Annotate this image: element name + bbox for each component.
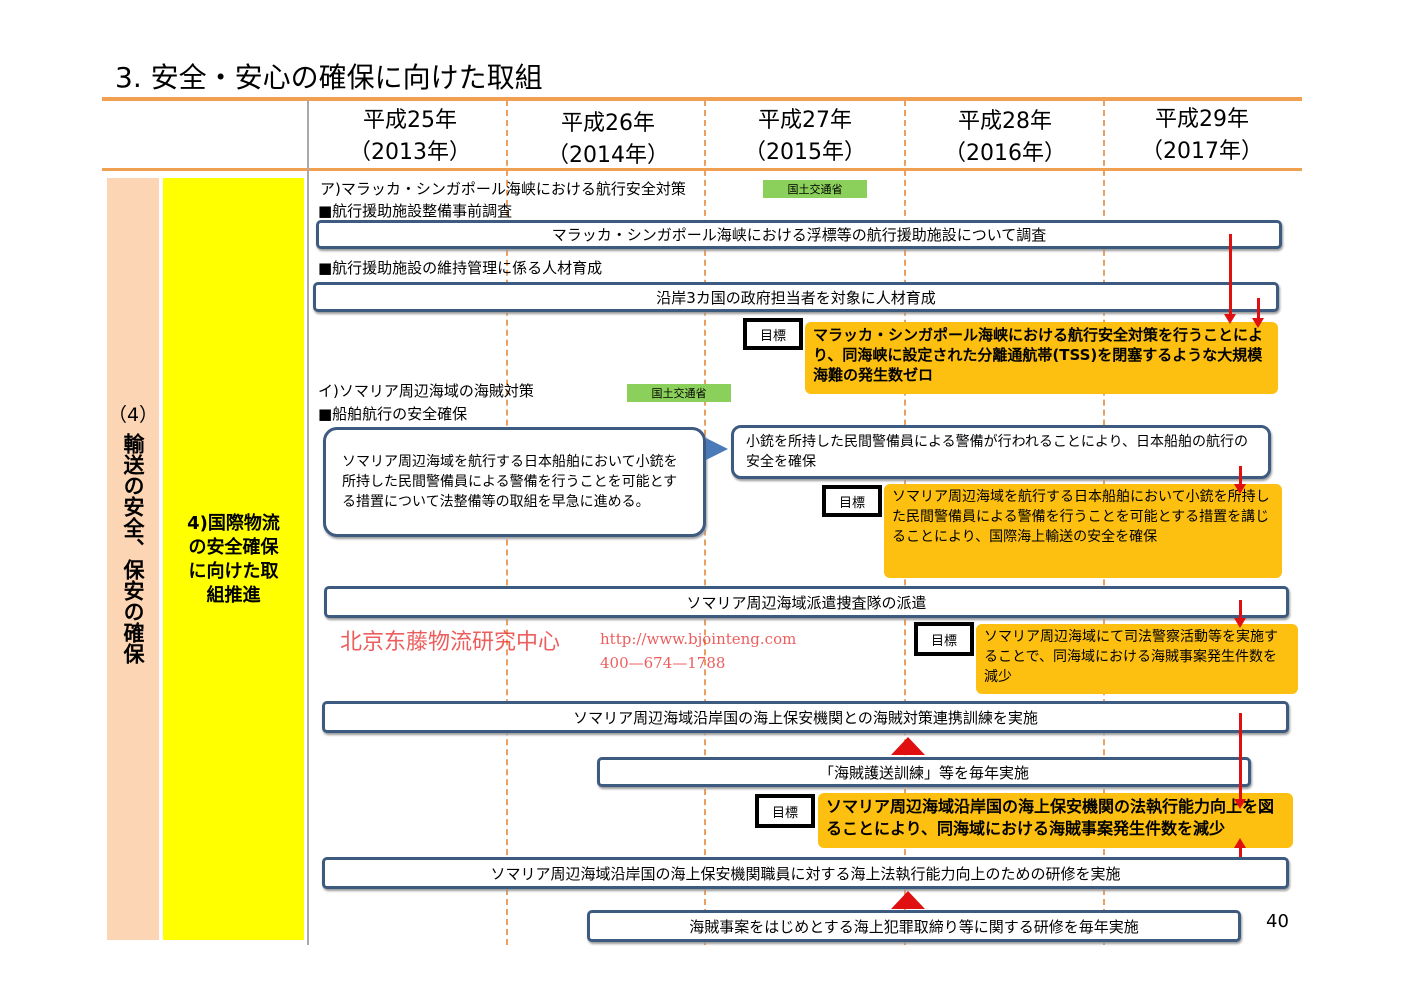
red-arrow-icon [1252, 298, 1264, 328]
year-header-2017: 平成29年 （2017年） [1107, 104, 1297, 168]
goal-box: ソマリア周辺海域沿岸国の海上保安機関の法執行能力向上を図ることにより、同海域にお… [818, 793, 1293, 848]
year-label-western: （2016年） [944, 141, 1066, 166]
section-a-heading: ア)マラッカ・シンガポール海峡における航行安全対策 [320, 180, 686, 198]
arrow-right-icon [706, 438, 728, 460]
year-header-2016: 平成28年 （2016年） [910, 106, 1100, 170]
red-arrow-icon [1234, 600, 1246, 628]
watermark: http://www.bjointeng.com [600, 630, 797, 648]
watermark: 400—674—1788 [600, 654, 726, 672]
timeline-bar: ソマリア周辺海域派遣捜査隊の派遣 [324, 586, 1289, 618]
year-label: 平成28年 [958, 109, 1052, 134]
section-a-sub1: ■航行援助施設整備事前調査 [318, 202, 513, 220]
timeline-bar: 「海賊護送訓練」等を毎年実施 [597, 757, 1251, 787]
timeline-bar: 沿岸3カ国の政府担当者を対象に人材育成 [313, 282, 1279, 312]
ministry-badge: 国土交通省 [627, 384, 731, 402]
watermark: 北京东藤物流研究中心 [340, 630, 561, 655]
timeline-bar: 海賊事案をはじめとする海上犯罪取締り等に関する研修を毎年実施 [587, 910, 1241, 942]
category-label: 輸送の安全、保安の確保 [121, 433, 145, 664]
subcategory-label: 4)国際物流の安全確保に向けた取組推進 [187, 513, 280, 606]
column-divider [307, 100, 309, 945]
category-cell: （4） 輸送の安全、保安の確保 [107, 178, 159, 940]
timeline-bar: ソマリア周辺海域沿岸国の海上保安機関との海賊対策連携訓練を実施 [322, 701, 1289, 733]
ministry-badge: 国土交通省 [763, 180, 867, 198]
year-header-2014: 平成26年 （2014年） [513, 108, 703, 172]
goal-tag: 目標 [755, 794, 815, 828]
title-rule [102, 97, 1302, 101]
section-b-heading: イ)ソマリア周辺海域の海賊対策 [318, 382, 534, 400]
goal-tag: 目標 [822, 485, 882, 517]
triangle-up-icon [891, 891, 925, 909]
year-label-western: （2013年） [349, 140, 471, 165]
section-b-sub1: ■船舶航行の安全確保 [318, 405, 468, 423]
subcategory-cell: 4)国際物流の安全確保に向けた取組推進 [163, 178, 304, 940]
year-label-western: （2017年） [1141, 139, 1263, 164]
goal-tag: 目標 [743, 318, 803, 350]
category-number: （4） [107, 404, 159, 426]
goal-box: ソマリア周辺海域にて司法警察活動等を実施することで、同海域における海賊事案発生件… [976, 624, 1298, 694]
year-label: 平成29年 [1155, 107, 1249, 132]
outcome-box: 小銃を所持した民間警備員による警備が行われることにより、日本船舶の航行の安全を確… [731, 425, 1271, 479]
goal-box: ソマリア周辺海域を航行する日本船舶において小銃を所持した民間警備員による警備を行… [884, 484, 1282, 578]
year-header-2015: 平成27年 （2015年） [710, 105, 900, 169]
red-arrow-icon [1234, 466, 1246, 494]
header-rule [102, 168, 1302, 171]
timeline-bar: マラッカ・シンガポール海峡における浮標等の航行援助施設について調査 [316, 220, 1282, 249]
goal-tag: 目標 [914, 622, 974, 656]
year-header-2013: 平成25年 （2013年） [315, 105, 505, 169]
red-arrow-icon [1224, 234, 1236, 324]
red-arrow-icon [1234, 713, 1246, 809]
page-number: 40 [1266, 911, 1289, 932]
measure-box: ソマリア周辺海域を航行する日本船舶において小銃を所持した民間警備員による警備を行… [323, 427, 706, 537]
year-label: 平成26年 [561, 111, 655, 136]
year-label: 平成27年 [758, 108, 852, 133]
section-a-sub2: ■航行援助施設の維持管理に係る人材育成 [318, 259, 603, 277]
year-label-western: （2014年） [547, 143, 669, 168]
triangle-up-icon [891, 737, 925, 755]
year-label-western: （2015年） [744, 140, 866, 165]
timeline-bar: ソマリア周辺海域沿岸国の海上保安機関職員に対する海上法執行能力向上のための研修を… [322, 857, 1289, 889]
page-title: 3. 安全・安心の確保に向けた取組 [115, 61, 543, 94]
year-label: 平成25年 [363, 108, 457, 133]
goal-box: マラッカ・シンガポール海峡における航行安全対策を行うことにより、同海峡に設定され… [805, 322, 1278, 394]
